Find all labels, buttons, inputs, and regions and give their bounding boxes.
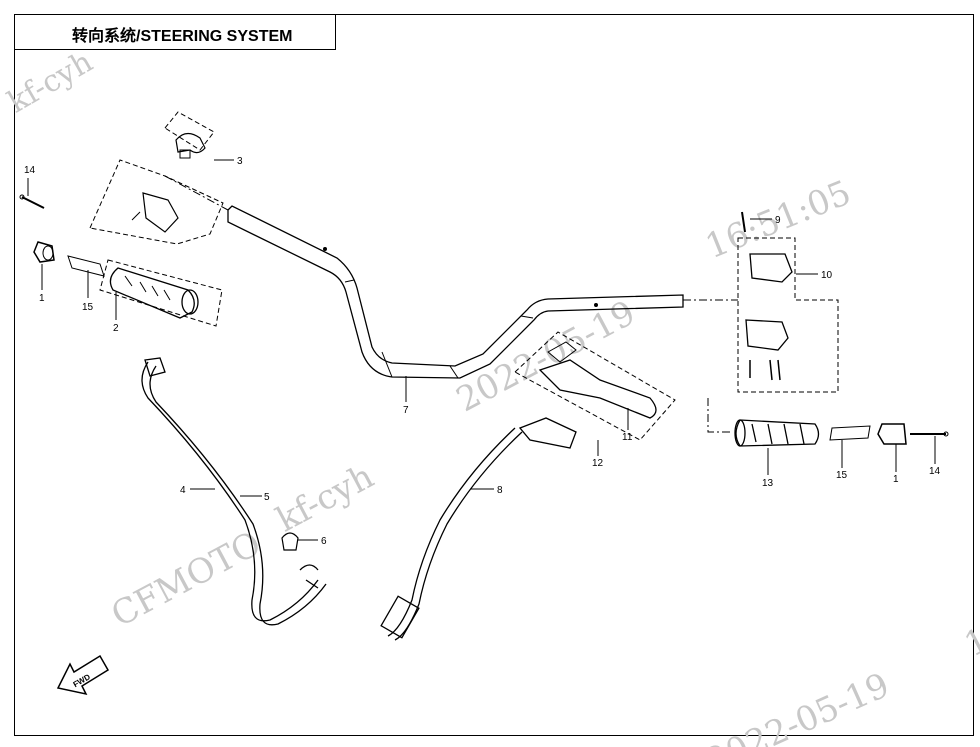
page-border (14, 14, 974, 736)
callout-14-left: 14 (24, 165, 36, 176)
part-2-left-grip (99, 259, 223, 327)
callout-1-right: 1 (893, 474, 899, 485)
callout-13: 13 (762, 478, 774, 489)
part-13-right-grip (734, 419, 820, 447)
callout-7: 7 (403, 405, 409, 416)
callout-6: 6 (321, 536, 327, 547)
part-10-switch-group (737, 237, 839, 393)
callout-14-right: 14 (929, 466, 941, 477)
part-1-right-bar-end (877, 423, 907, 445)
callout-5: 5 (264, 492, 270, 503)
part-3-group (89, 111, 224, 245)
part-11-lever-group (514, 331, 676, 441)
callout-8: 8 (497, 485, 503, 496)
part-1-left-bar-end (33, 241, 55, 263)
part-3-switch (131, 132, 206, 233)
callout-9: 9 (775, 215, 781, 226)
leader-lines (27, 159, 936, 541)
part-4-5-cables (141, 357, 327, 626)
part-14-left-bolt (19, 194, 45, 209)
part-14-right-bolt (910, 431, 949, 437)
centerline-right (683, 299, 738, 433)
part-8-throttle-cable (380, 427, 523, 641)
part-15-right-collar (829, 425, 871, 441)
page-title: 转向系统/STEERING SYSTEM (72, 28, 293, 45)
part-15-left-collar (67, 255, 105, 277)
fwd-arrow-icon (56, 654, 110, 696)
callout-labels: 14 1 15 2 3 4 5 6 7 8 9 10 11 12 13 15 1… (24, 156, 941, 689)
part-9-bolt (741, 211, 746, 233)
callout-12: 12 (592, 458, 604, 469)
callout-3: 3 (237, 156, 243, 167)
callout-11: 11 (622, 432, 633, 443)
callout-15-right: 15 (836, 470, 848, 481)
callout-10: 10 (821, 270, 833, 281)
callout-1-left: 1 (39, 293, 45, 304)
handlebar (227, 205, 684, 379)
part-12-lever-bracket (518, 417, 577, 449)
callout-4: 4 (180, 485, 186, 496)
callout-2: 2 (113, 323, 119, 334)
centerline-left (164, 175, 229, 211)
part-6-clip (281, 532, 299, 551)
callout-15-left: 15 (82, 302, 94, 313)
title-box (14, 14, 336, 50)
